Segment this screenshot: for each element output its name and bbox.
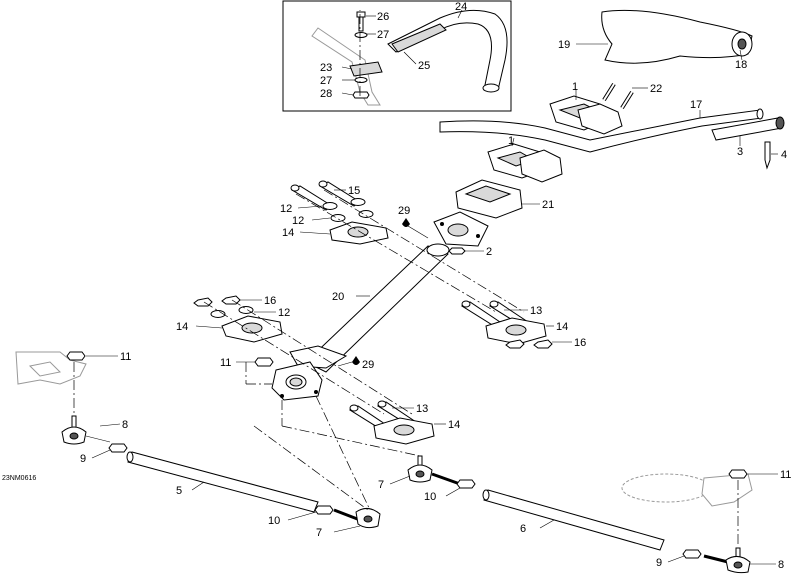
frame-bracket-right	[621, 473, 753, 507]
callout-5: 5	[176, 485, 182, 497]
nut-10-right: 10	[424, 479, 476, 503]
callout-12-b: 12	[292, 215, 304, 227]
callout-9-right: 9	[656, 557, 662, 569]
callout-1-upper: 1	[572, 81, 578, 93]
callout-25: 25	[418, 60, 430, 72]
grip-19	[601, 9, 753, 64]
clamp-23	[349, 61, 383, 77]
column-lower-bracket	[271, 345, 348, 401]
nut-11-left: 11	[66, 351, 131, 363]
callout-28: 28	[320, 88, 332, 100]
callout-27: 27	[377, 29, 389, 41]
callout-16-left: 16	[264, 295, 276, 307]
nuts-16-right: 16	[505, 337, 586, 349]
washer-27-lower	[354, 77, 368, 83]
callout-11-left: 11	[120, 351, 131, 363]
callout-11-right: 11	[780, 469, 791, 481]
tie-rod-end-7-middle: 7	[378, 455, 461, 491]
clamp-14-left: 14	[176, 315, 283, 343]
assembly-lines	[73, 10, 739, 546]
callout-21: 21	[542, 199, 554, 211]
tie-rod-end-7-lower: 7	[316, 508, 381, 539]
bolt-26	[356, 11, 366, 32]
callout-18: 18	[735, 59, 747, 71]
nut-9-left: 9	[80, 443, 128, 465]
callout-16-right: 16	[574, 337, 586, 349]
grease-point-29-upper: 29	[398, 205, 429, 239]
tie-rod-6: 6	[482, 489, 665, 551]
grip-tube-3: 3	[711, 116, 785, 158]
frame-bracket-left	[15, 351, 87, 385]
tie-rod-end-8-left: 8	[61, 415, 128, 445]
callout-14-b: 14	[176, 321, 188, 333]
callout-20: 20	[332, 291, 344, 303]
callout-24: 24	[455, 1, 467, 13]
callout-9-left: 9	[80, 453, 86, 465]
nut-11-right: 11	[728, 469, 791, 481]
callout-8-left: 8	[122, 419, 128, 431]
callout-17: 17	[690, 99, 702, 111]
nut-28	[352, 91, 370, 99]
nuts-16-left: 16	[193, 295, 276, 307]
pin-4: 4	[764, 141, 787, 170]
callout-14-a: 14	[282, 227, 294, 239]
bolts-22: 22	[602, 82, 662, 110]
washer-27	[354, 32, 368, 38]
bolt-13-right: 13	[460, 300, 542, 327]
callout-26: 26	[377, 11, 389, 23]
nut-10-left: 10	[268, 505, 334, 527]
callout-10-left: 10	[268, 515, 280, 527]
callout-10-right: 10	[424, 491, 436, 503]
clamp-14-lower: 14	[373, 417, 460, 445]
inset-detail: 26 27 23 27 28 24 25	[282, 0, 512, 112]
callout-3: 3	[737, 146, 743, 158]
nut-9-right: 9	[656, 549, 702, 569]
callout-2: 2	[486, 246, 492, 258]
washers-12-left: 12	[210, 306, 290, 319]
nut-2: 2	[448, 246, 492, 258]
callout-13-right: 13	[530, 305, 542, 317]
grease-point-29-lower: 29	[337, 356, 374, 371]
callout-1-lower: 1	[508, 135, 514, 147]
grip-assembly: 18 19	[558, 9, 753, 71]
clamp-14-right: 14	[485, 317, 568, 345]
tie-rod-5: 5	[126, 451, 319, 513]
callout-29-lower: 29	[362, 359, 374, 371]
callout-14-c: 14	[556, 321, 568, 333]
callout-6: 6	[520, 523, 526, 535]
upper-clamp-1: 1	[549, 81, 623, 135]
document-reference: 23NM0616	[2, 475, 36, 482]
washers-12-upper: 12 12	[280, 198, 374, 227]
nut-11-middle: 11	[220, 357, 274, 369]
callout-8-right: 8	[778, 559, 784, 571]
callout-12-a: 12	[280, 203, 292, 215]
tie-rod-end-8-right: 8	[703, 547, 784, 574]
callout-19: 19	[558, 39, 570, 51]
column-top-plate	[433, 211, 489, 247]
callout-22: 22	[650, 83, 662, 95]
callout-23: 23	[320, 62, 332, 74]
callout-13-lower: 13	[416, 403, 428, 415]
handlebar-17: 17	[439, 99, 764, 153]
callout-12-c: 12	[278, 307, 290, 319]
clamp-14-upper: 14	[282, 221, 389, 245]
callout-11-middle: 11	[220, 357, 231, 369]
callout-14-d: 14	[448, 419, 460, 431]
riser-block-21: 21	[455, 179, 554, 219]
callout-7-lower: 7	[316, 527, 322, 539]
lower-clamp-1: 1	[487, 135, 563, 183]
callout-7-middle: 7	[378, 479, 384, 491]
callout-29-upper: 29	[398, 205, 410, 217]
callout-4: 4	[781, 149, 787, 161]
bracket-25	[391, 23, 447, 53]
callout-15: 15	[348, 185, 360, 197]
steering-column-20: 20	[305, 243, 450, 373]
callout-27-lower: 27	[320, 75, 332, 87]
